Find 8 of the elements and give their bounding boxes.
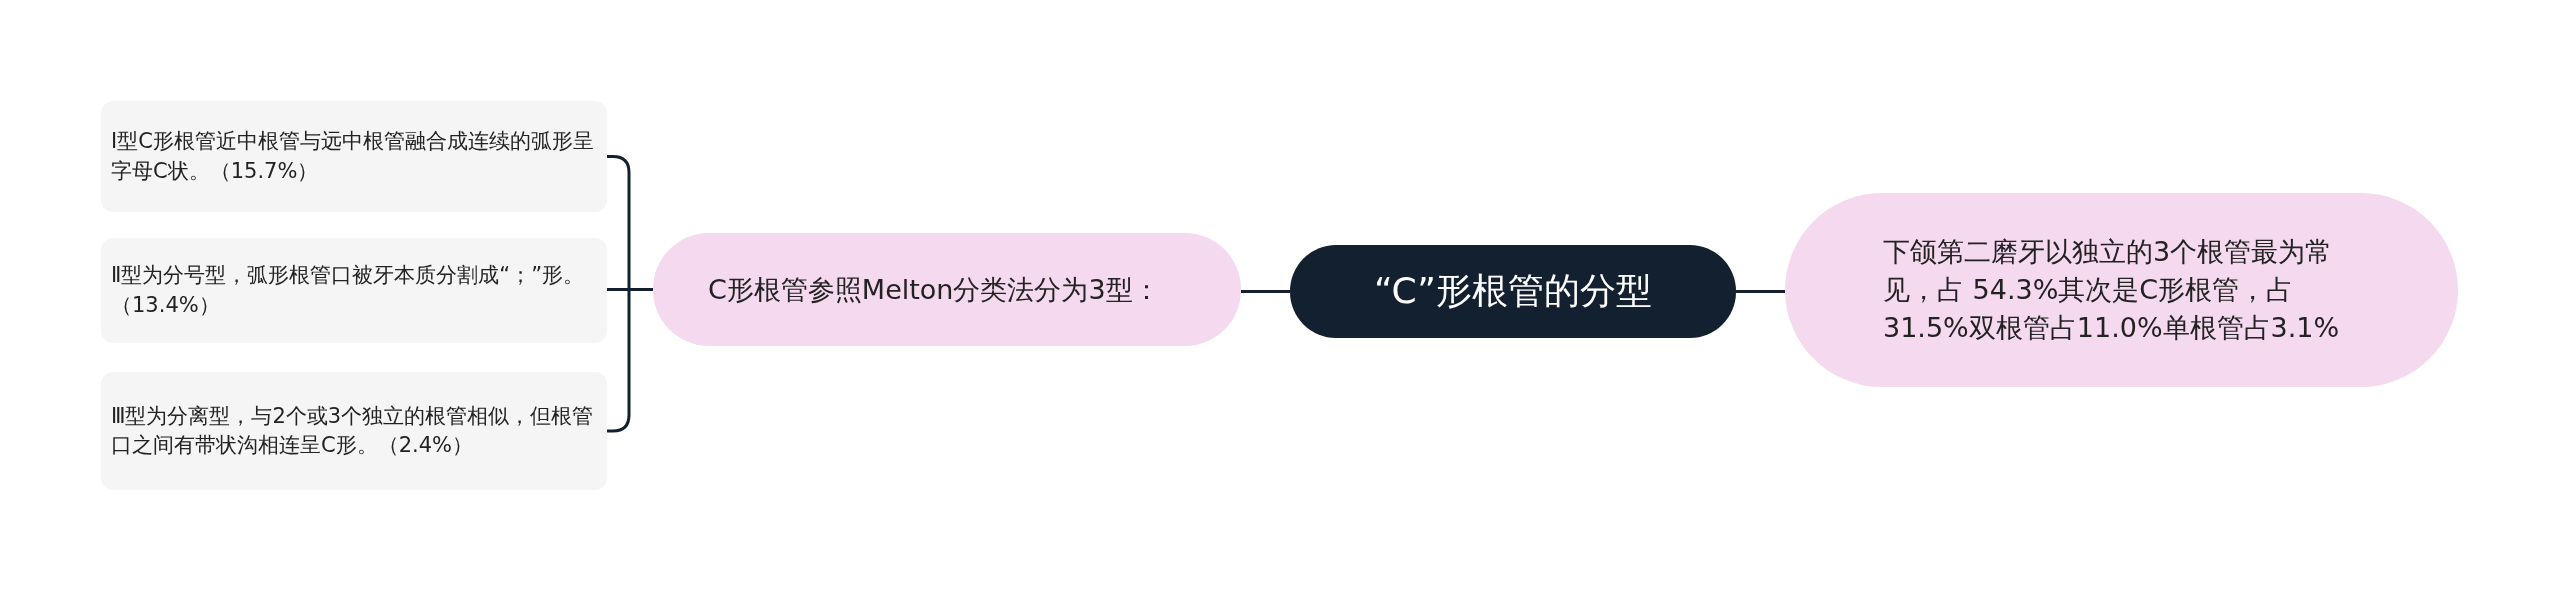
leaf-box: Ⅱ型为分号型，弧形根管口被牙本质分割成“；”形。（13.4%） xyxy=(101,238,607,343)
branch-box: 下颌第二磨牙以独立的3个根管最为常见，占 54.3%其次是C形根管，占31.5%双根管占11.0%单根管占3.1% xyxy=(1785,193,2458,387)
connector-line xyxy=(1736,290,1785,293)
leaf-box: Ⅲ型为分离型，与2个或3个独立的根管相似，但根管口之间有带状沟相连呈C形。（2.4%） xyxy=(101,372,607,490)
topic-box: “C”形根管的分型 xyxy=(1290,245,1736,338)
connector-line xyxy=(1241,290,1290,293)
leaf-box: Ⅰ型C形根管近中根管与远中根管融合成连续的弧形呈字母C状。（15.7%） xyxy=(101,101,607,212)
branch-box: C形根管参照Melton分类法分为3型： xyxy=(653,233,1241,346)
